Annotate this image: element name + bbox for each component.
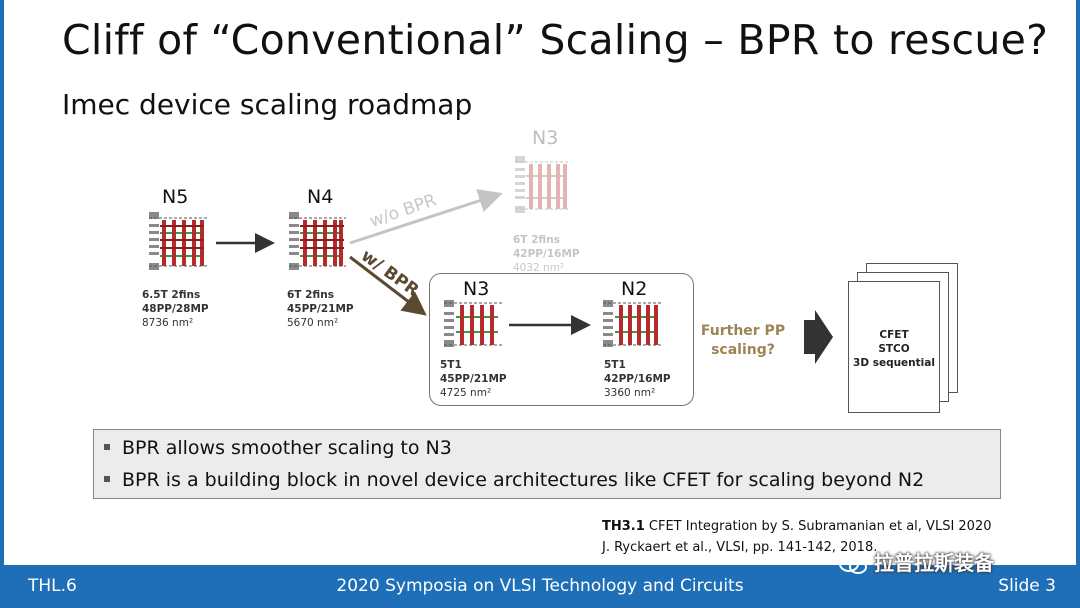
cell-n3-without-bpr-icon (515, 156, 570, 213)
spec-n5: 6.5T 2fins 48PP/28MP 8736 nm² (142, 288, 209, 330)
future-3d-sequential: 3D sequential (853, 357, 935, 369)
spec-n3-bpr: 5T1 45PP/21MP 4725 nm² (440, 358, 507, 400)
chat-bubbles-icon (839, 555, 867, 574)
node-label-n2: N2 (621, 278, 648, 300)
spec-n3w-cell: 6T 2fins (513, 234, 560, 246)
spec-n2-pitch: 42PP/16MP (604, 373, 671, 385)
spec-n5-area: 8736 nm² (142, 317, 194, 329)
further-line-1: Further PP (700, 323, 786, 339)
further-line-2: scaling? (711, 342, 775, 358)
node-label-n5: N5 (162, 186, 189, 208)
slide-right-edge (1076, 0, 1080, 608)
spec-n4-area: 5670 nm² (287, 317, 339, 329)
spec-n3b-pitch: 45PP/21MP (440, 373, 507, 385)
bullet-item-2: BPR is a building block in novel device … (104, 469, 924, 491)
spec-n4: 6T 2fins 45PP/21MP 5670 nm² (287, 288, 354, 330)
spec-n2-area: 3360 nm² (604, 387, 656, 399)
future-architectures-text: CFET STCO 3D sequential (849, 328, 939, 370)
spec-n4-cell: 6T 2fins (287, 289, 334, 301)
spec-n4-pitch: 45PP/21MP (287, 303, 354, 315)
spec-n3w-pitch: 42PP/16MP (513, 248, 580, 260)
bullet-text-1: BPR allows smoother scaling to N3 (122, 437, 452, 459)
spec-n3b-cell: 5T1 (440, 359, 462, 371)
node-label-n4: N4 (307, 186, 334, 208)
node-label-n3-without-bpr: N3 (532, 127, 559, 149)
arrow-without-bpr (349, 189, 503, 245)
references: TH3.1 CFET Integration by S. Subramanian… (602, 516, 992, 558)
bpr-path-box: N3 N2 5T1 45PP/21MP 4725 nm² 5T1 42PP/16… (429, 273, 694, 406)
cell-n2-icon (603, 300, 662, 347)
spec-n3b-area: 4725 nm² (440, 387, 492, 399)
future-architectures-stack: CFET STCO 3D sequential (848, 263, 958, 413)
footer-bar: THL.6 2020 Symposia on VLSI Technology a… (0, 565, 1080, 608)
summary-bullets: BPR allows smoother scaling to N3 BPR is… (93, 429, 1001, 499)
spec-n5-cell: 6.5T 2fins (142, 289, 201, 301)
bullet-item-1: BPR allows smoother scaling to N3 (104, 437, 452, 459)
arrow-with-bpr (349, 255, 427, 316)
slide-title: Cliff of “Conventional” Scaling – BPR to… (62, 16, 1049, 64)
reference-1-id: TH3.1 (602, 519, 645, 534)
bullet-square-icon (104, 476, 110, 482)
reference-1: TH3.1 CFET Integration by S. Subramanian… (602, 516, 992, 537)
cell-n4-icon (289, 212, 346, 270)
cell-n5-icon (149, 212, 207, 270)
bullet-square-icon (104, 444, 110, 450)
footer-conference: 2020 Symposia on VLSI Technology and Cir… (336, 576, 744, 596)
bullet-text-2: BPR is a building block in novel device … (122, 469, 925, 491)
spec-n2-cell: 5T1 (604, 359, 626, 371)
spec-n3-without-bpr: 6T 2fins 42PP/16MP 4032 nm² (513, 233, 580, 275)
arrow-to-future (804, 310, 833, 364)
watermark: 拉普拉斯装备 (838, 547, 994, 576)
spec-n2: 5T1 42PP/16MP 3360 nm² (604, 358, 671, 400)
future-stco: STCO (878, 343, 910, 355)
cell-n3-bpr-icon (444, 300, 502, 347)
slide-subtitle: Imec device scaling roadmap (62, 88, 473, 121)
further-pp-scaling-label: Further PP scaling? (697, 322, 789, 360)
spec-n3w-area: 4032 nm² (513, 262, 565, 274)
spec-n5-pitch: 48PP/28MP (142, 303, 209, 315)
watermark-text: 拉普拉斯装备 (874, 551, 994, 575)
footer-session-id: THL.6 (28, 576, 77, 596)
slide-left-edge (0, 0, 4, 608)
page-front: CFET STCO 3D sequential (848, 281, 940, 413)
future-cfet: CFET (879, 329, 909, 341)
footer-slide-number: Slide 3 (998, 576, 1056, 596)
reference-2: J. Ryckaert et al., VLSI, pp. 141-142, 2… (602, 540, 878, 555)
label-with-bpr: w/ BPR (357, 246, 422, 301)
reference-1-text: CFET Integration by S. Subramanian et al… (644, 519, 992, 534)
node-label-n3-bpr: N3 (463, 278, 490, 300)
